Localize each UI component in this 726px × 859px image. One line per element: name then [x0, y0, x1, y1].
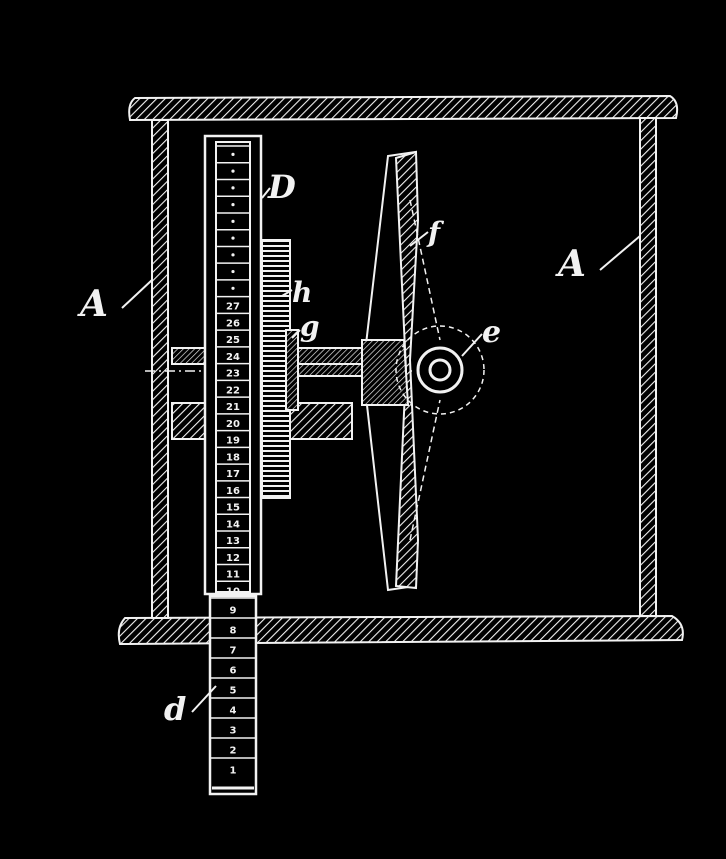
- rack-number: 12: [226, 553, 240, 564]
- rack-number: 6: [230, 666, 237, 677]
- eye-outer-dashed: [395, 325, 485, 415]
- rack-number: 26: [226, 318, 240, 329]
- rack-number: 1: [230, 766, 237, 777]
- rack-number: 22: [226, 385, 240, 396]
- rack-number: 8: [230, 626, 237, 637]
- frame-left-post: [151, 119, 169, 619]
- label-wheel: f: [426, 216, 445, 249]
- spoke-lower: [409, 399, 441, 541]
- label-frame-left: A: [77, 283, 108, 325]
- rack-number: 4: [230, 706, 237, 717]
- rack-number: 15: [226, 503, 240, 514]
- rack-blank-cell-dot: [231, 152, 235, 156]
- rack-number: 11: [226, 570, 240, 581]
- wheel-hub: [361, 339, 410, 406]
- rack-number: 16: [226, 486, 240, 497]
- rack-number: -10-: [222, 586, 244, 597]
- frame-right-post: [639, 117, 657, 617]
- frame-bottom-bar: [117, 614, 684, 646]
- leader-frame-left: [121, 279, 153, 309]
- label-hub: g: [300, 310, 320, 343]
- rack-number: 24: [226, 352, 240, 363]
- rack-number: 2: [230, 746, 237, 757]
- rack-blank-cell-dot: [231, 219, 235, 223]
- rack-number: 20: [226, 419, 240, 430]
- reference-letters: A A D h g f e d: [77, 168, 586, 728]
- rack-blank-cell-dot: [231, 186, 235, 190]
- rack-number: 9: [230, 606, 237, 617]
- rack-blank-cell-dot: [231, 236, 235, 240]
- pinion-gear: [261, 239, 299, 499]
- leader-wheel: [409, 231, 429, 247]
- label-frame-right: A: [555, 243, 586, 285]
- leader-rack-bottom: [191, 685, 217, 713]
- rack-number: 19: [226, 436, 240, 447]
- rack-number: 3: [230, 726, 237, 737]
- leader-gear: [281, 289, 293, 297]
- rack-number: 23: [226, 369, 240, 380]
- label-eye: e: [482, 315, 501, 350]
- rack-number: 13: [226, 536, 240, 547]
- rack-blank-cell-dot: [231, 202, 235, 207]
- leader-frame-right: [599, 235, 641, 271]
- rack-channel: [215, 141, 251, 593]
- leader-lines: [121, 187, 641, 713]
- pinion-hub: [285, 329, 299, 411]
- rack-upper-cells: 27 26 25 24 23 22 21 20 19 18 17 16 15 14 13 12 11 -10-: [216, 145, 250, 597]
- leader-rack-top: [261, 187, 271, 199]
- rack-number: 14: [226, 519, 240, 530]
- frame-top-bar: [128, 94, 679, 122]
- label-gear: h: [292, 276, 312, 309]
- rack-lower-cells: 9 8 7 6 5 4 3 2 1: [210, 597, 256, 777]
- label-rack-top: D: [267, 168, 296, 206]
- rack-lower-strip: [208, 594, 258, 796]
- rack-number: 5: [230, 686, 237, 697]
- handwheel: [361, 150, 485, 592]
- rack: [203, 134, 263, 796]
- rack-blank-cell-dot: [231, 286, 235, 290]
- eye-inner: [428, 358, 452, 382]
- leader-hub: [291, 329, 301, 339]
- label-rack-bottom: d: [164, 690, 186, 728]
- rack-number: 21: [226, 402, 240, 413]
- rack-blank-cell-dot: [231, 253, 235, 257]
- rack-number: 25: [226, 335, 240, 346]
- rack-number: 7: [230, 646, 237, 657]
- rack-blank-cell-dot: [231, 169, 235, 173]
- rack-number: 18: [226, 452, 240, 463]
- spoke-upper: [409, 199, 441, 341]
- leader-eye: [461, 333, 483, 357]
- rack-number: 27: [226, 302, 240, 313]
- rack-number: 17: [226, 469, 240, 480]
- rack-blank-cell-dot: [231, 269, 235, 274]
- wheel-rim: [394, 150, 420, 590]
- frame: [117, 94, 684, 646]
